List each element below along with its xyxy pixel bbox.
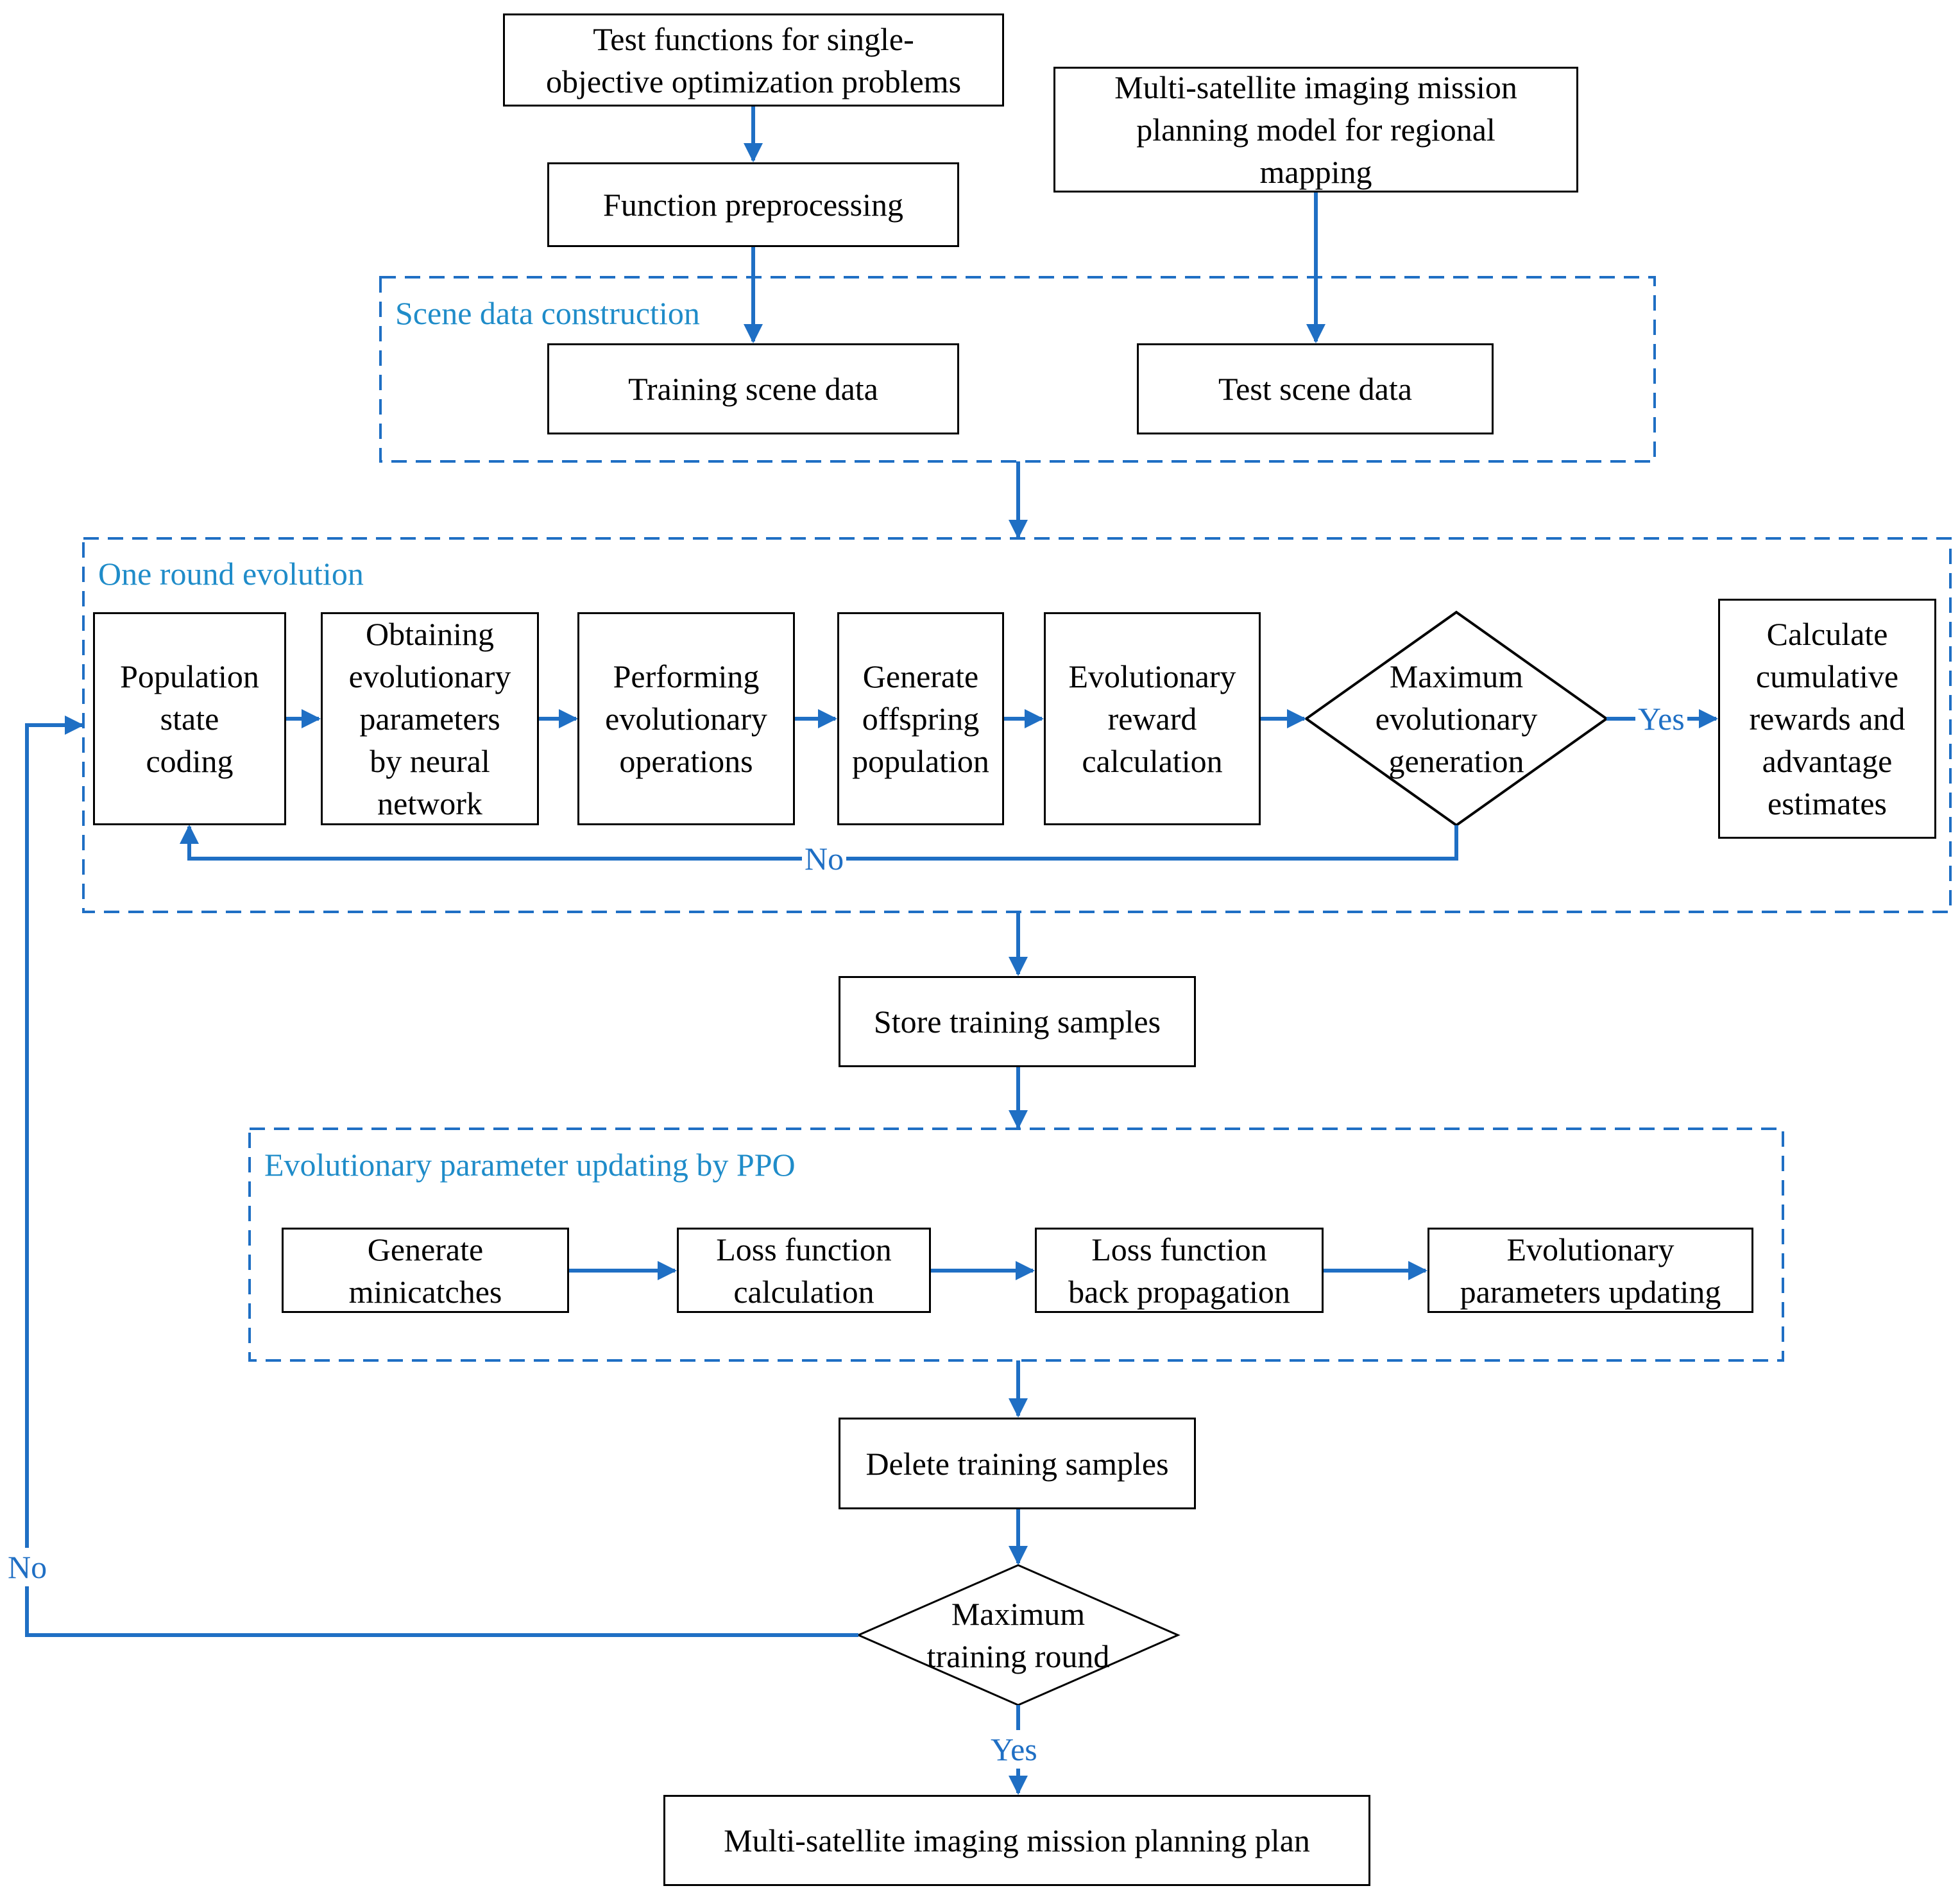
performing-operations-box: Performing evolutionary operations — [577, 612, 795, 825]
reward-calculation-box: Evolutionary reward calculation — [1044, 612, 1261, 825]
mission-model-box: Multi-satellite imaging mission planning… — [1053, 67, 1578, 193]
generate-offspring-box: Generate offspring population — [837, 612, 1004, 825]
max-round-yes-label: Yes — [988, 1730, 1040, 1769]
function-preprocessing-box: Function preprocessing — [547, 162, 959, 247]
max-round-no-label: No — [5, 1548, 50, 1586]
scene-data-group — [379, 276, 1656, 463]
max-generation-no-label: No — [802, 839, 847, 878]
test-scene-data-box: Test scene data — [1137, 343, 1494, 434]
scene-data-group-label: Scene data construction — [395, 295, 700, 331]
training-scene-data-box: Training scene data — [547, 343, 959, 434]
loss-calculation-box: Loss function calculation — [677, 1228, 931, 1313]
obtaining-parameters-box: Obtaining evolutionary parameters by neu… — [321, 612, 539, 825]
store-training-samples-box: Store training samples — [839, 976, 1196, 1067]
max-training-round-label: Maximum training round — [926, 1596, 1110, 1674]
population-state-coding-box: Population state coding — [93, 612, 286, 825]
parameters-updating-box: Evolutionary parameters updating — [1427, 1228, 1753, 1313]
delete-training-samples-box: Delete training samples — [839, 1418, 1196, 1509]
test-functions-box: Test functions for single- objective opt… — [503, 13, 1004, 107]
max-generation-yes-label: Yes — [1635, 699, 1687, 738]
cumulative-rewards-box: Calculate cumulative rewards and advanta… — [1718, 599, 1936, 839]
final-plan-box: Multi-satellite imaging mission planning… — [663, 1795, 1370, 1886]
loss-backprop-box: Loss function back propagation — [1035, 1228, 1324, 1313]
arrow-max-round-no — [25, 716, 858, 1637]
ppo-group-label: Evolutionary parameter updating by PPO — [264, 1147, 796, 1183]
generate-minicatches-box: Generate minicatches — [282, 1228, 569, 1313]
max-generation-label: Maximum evolutionary generation — [1375, 658, 1538, 779]
one-round-evolution-label: One round evolution — [98, 556, 364, 592]
